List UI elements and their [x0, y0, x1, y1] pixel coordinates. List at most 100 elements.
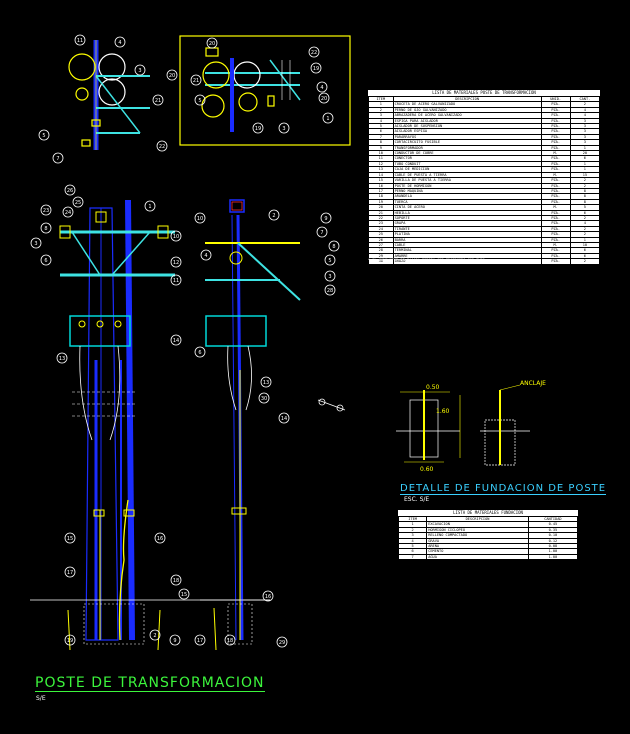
callout-detail-left: 11: [74, 34, 86, 46]
foundation-cell: 3: [397, 532, 428, 539]
foundation-cell: 5: [397, 542, 428, 550]
callout-number: 4: [320, 85, 323, 91]
anchor-hardware-detail: [317, 398, 346, 412]
callout-number: 17: [67, 570, 73, 576]
callout-detail-right: 20: [318, 92, 330, 104]
callout-pole-right: 3: [324, 270, 336, 282]
materials-cell: 4: [569, 112, 601, 119]
foundation-cell: 2: [397, 526, 428, 534]
materials-cell: 15: [569, 171, 601, 179]
callout-number: 12: [173, 260, 179, 266]
callout-number: 6: [44, 258, 47, 264]
callout-number: 5: [42, 133, 45, 139]
callout-number: 16: [265, 594, 271, 600]
dim-base: 0.60: [420, 466, 434, 473]
callout-pole-left: 6: [40, 254, 52, 266]
foundation-cell: 0.08: [527, 542, 579, 550]
callout-number: 1: [326, 116, 329, 122]
callout-number: 5: [198, 98, 201, 104]
callout-detail-right: 5: [194, 94, 206, 106]
callout-pole-left: 14: [170, 334, 182, 346]
callout-number: 20: [321, 96, 327, 102]
materials-cell: 6: [569, 247, 601, 254]
callout-pole-right: 13: [260, 376, 272, 388]
materials-cell: 2: [569, 182, 601, 189]
callout-detail-right: 21: [190, 74, 202, 86]
callout-number: 22: [311, 50, 317, 56]
callout-number: 17: [197, 638, 203, 644]
materials-cell: 1: [569, 236, 601, 244]
callout-pole-left: 10: [170, 230, 182, 242]
callout-detail-right: 3: [278, 122, 290, 134]
materials-cell: 8: [569, 198, 601, 206]
materials-cell: 5: [569, 204, 601, 211]
callout-detail-left: 7: [52, 152, 64, 164]
callout-number: 16: [157, 536, 163, 542]
callout-number: 7: [320, 230, 323, 236]
callout-pole-right: 4: [200, 249, 212, 261]
callout-number: 8: [44, 226, 47, 232]
anchor-label: ANCLAJE: [520, 380, 546, 387]
callout-pole-right: 6: [194, 346, 206, 358]
callout-detail-right: 19: [310, 62, 322, 74]
materials-note: * EL CONDUCTOR DE BAJADA DEBERA SER PROT…: [368, 258, 485, 262]
materials-cell: 2: [569, 101, 601, 108]
callout-number: 3: [282, 126, 285, 132]
foundation-cell: 1.00: [527, 548, 579, 555]
callout-detail-left: 22: [156, 140, 168, 152]
callout-pole-right: 2: [268, 209, 280, 221]
callout-pole-left: 24: [62, 206, 74, 218]
callout-pole-left: 19: [64, 634, 76, 646]
callout-detail-right: 4: [316, 81, 328, 93]
callout-number: 18: [173, 578, 179, 584]
foundation-scale: ESC. S/E: [404, 496, 430, 503]
callout-number: 3: [138, 68, 141, 74]
materials-cell: 1: [569, 160, 601, 168]
callout-pole-right: 8: [328, 240, 340, 252]
callout-number: 29: [279, 640, 285, 646]
callout-pole-left: 23: [40, 204, 52, 216]
callout-number: 1: [148, 204, 151, 210]
callout-number: 8: [332, 244, 335, 250]
callout-number: 13: [263, 380, 269, 386]
foundation-cell: 0.35: [527, 526, 579, 534]
foundation-cell: 0.12: [527, 537, 579, 545]
materials-cell: PZA.: [540, 258, 571, 265]
callout-detail-right: 20: [206, 37, 218, 49]
foundation-cell: 4: [397, 537, 428, 545]
callout-pole-left: 15: [64, 532, 76, 544]
materials-cell: 3: [569, 139, 601, 146]
callout-number: 24: [65, 210, 71, 216]
callout-pole-left: 17: [64, 566, 76, 578]
detail-frame: [179, 35, 351, 146]
callout-pole-right: 17: [194, 634, 206, 646]
callout-pole-right: 9: [320, 212, 332, 224]
callout-number: 30: [261, 396, 267, 402]
callout-number: 14: [281, 416, 287, 422]
dim-depth: 1.60: [436, 408, 450, 415]
callout-number: 28: [327, 288, 333, 294]
callout-number: 3: [34, 241, 37, 247]
callout-pole-right: 28: [324, 284, 336, 296]
callout-number: 11: [173, 278, 179, 284]
callout-detail-right: 1: [322, 112, 334, 124]
materials-cell: 3: [569, 122, 601, 130]
foundation-table-title: LISTA DE MATERIALES FUNDACION: [453, 510, 523, 515]
callout-pole-left: 11: [170, 274, 182, 286]
callout-detail-left: 21: [152, 94, 164, 106]
callout-pole-right: 18: [224, 634, 236, 646]
callout-pole-right: 29: [276, 636, 288, 648]
callout-number: 4: [204, 253, 207, 259]
materials-header-3: CANT.: [569, 95, 601, 103]
materials-cell: 8: [569, 193, 601, 200]
callout-pole-left: 18: [170, 574, 182, 586]
materials-cell: 8: [569, 187, 601, 195]
materials-cell: 3: [569, 133, 601, 141]
materials-cell: 2: [569, 177, 601, 184]
materials-cell: 2: [569, 258, 601, 265]
